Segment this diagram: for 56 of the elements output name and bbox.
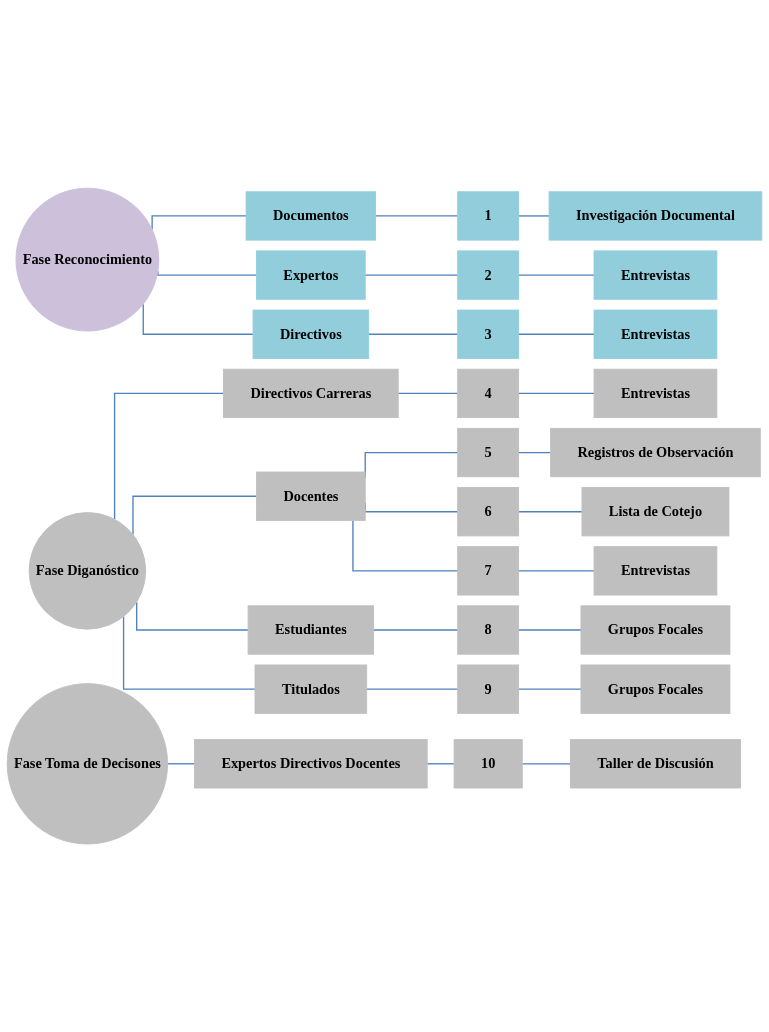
node-box: Documentos [245,191,377,241]
node-box: Entrevistas [593,546,718,596]
node-box: Taller de Discusión [569,739,741,789]
connector [142,303,254,335]
connector [426,763,455,765]
node-box: Entrevistas [593,309,718,359]
node-box: Estudiantes [247,605,375,655]
connector [151,215,247,230]
connector [517,510,583,513]
connector [372,629,459,631]
node-box: 1 [457,191,520,241]
connector [364,274,459,276]
node-box: 2 [457,250,520,300]
connector [517,392,595,394]
node-box: Titulados [254,664,368,714]
connector [366,688,459,690]
node-box: Directivos Carreras [223,368,399,418]
node-box: Investigación Documental [548,191,763,241]
connector [132,495,258,536]
connector [517,688,582,690]
node-box: Docentes [256,471,366,521]
connector [352,519,459,572]
node-box: 9 [457,664,520,714]
connector [521,763,572,765]
connector [166,763,196,765]
node-box: Expertos [256,250,366,300]
connector [136,601,249,631]
node-box: 5 [457,427,520,478]
connector [517,570,595,572]
connector [368,333,459,335]
node-circle: Fase Toma de Decisones [6,683,169,845]
node-box: Grupos Focales [580,664,731,714]
connector [517,629,582,631]
connector [397,392,459,394]
connector [122,615,256,690]
connector [374,215,459,217]
node-box: Grupos Focales [580,605,731,655]
node-box: Directivos [252,309,370,359]
node-circle: Fase Diganóstico [28,512,147,630]
connector [113,392,225,520]
node-box: Lista de Cotejo [581,486,730,537]
connector [517,333,595,335]
node-circle: Fase Reconocimiento [15,187,160,332]
node-box: Expertos Directivos Docentes [194,739,428,789]
connector [517,215,550,217]
node-box: 10 [453,739,523,789]
node-box: Registros de Observación [550,427,761,478]
node-box: Entrevistas [593,250,718,300]
node-box: Entrevistas [593,368,718,418]
connector [517,274,595,276]
node-box: 7 [457,546,520,596]
node-box: 8 [457,605,520,655]
connector [517,451,552,454]
node-box: 4 [457,368,520,418]
node-box: 6 [457,486,520,537]
node-box: 3 [457,309,520,359]
